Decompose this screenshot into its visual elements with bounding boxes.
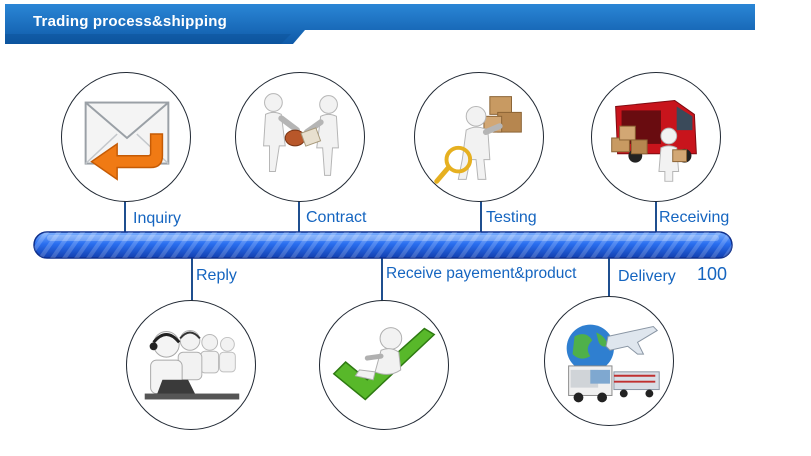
connector-contract [298, 196, 300, 232]
transport-globe-icon [566, 324, 660, 403]
label-inquiry: Inquiry [133, 210, 182, 227]
call-center-icon [144, 330, 240, 400]
connector-reply [191, 258, 193, 304]
header-banner: Trading process&shipping [5, 4, 755, 44]
envelope-reply-icon [84, 101, 170, 181]
connector-receiving [655, 196, 657, 232]
label-delivery: Delivery [618, 268, 676, 285]
inquiry-circle [61, 72, 191, 202]
label-payment: Receive payement&product [386, 265, 577, 282]
page-title: Trading process&shipping [33, 13, 227, 30]
label-receiving: Receiving [659, 209, 730, 226]
payment-circle [319, 300, 449, 430]
contract-circle [235, 72, 365, 202]
receiving-circle [591, 72, 721, 202]
timeline-bar [33, 231, 733, 259]
connector-delivery [608, 258, 610, 304]
testing-circle [414, 72, 544, 202]
connector-payment [381, 258, 383, 304]
delivery-van-icon [611, 100, 697, 182]
connector-inquiry [124, 196, 126, 232]
reply-circle [126, 300, 256, 430]
page-number: 100 [697, 264, 728, 284]
boxes-inspection-icon [434, 96, 522, 184]
label-contract: Contract [306, 209, 367, 226]
label-testing: Testing [486, 209, 537, 226]
delivery-circle [544, 296, 674, 426]
checkmark-person-icon [332, 327, 436, 401]
label-reply: Reply [196, 267, 237, 284]
timeline-shape [33, 231, 733, 259]
banner-shape [5, 4, 755, 44]
handshake-contract-icon [263, 93, 339, 176]
connector-testing [480, 196, 482, 232]
